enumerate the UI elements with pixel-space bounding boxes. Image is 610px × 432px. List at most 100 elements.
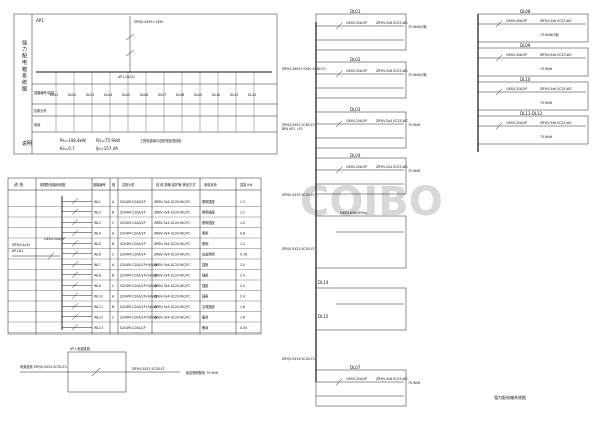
- row-phase: B: [112, 242, 114, 246]
- circuit-load: 75.9kW/3相: [408, 72, 426, 77]
- circuit-breaker-symbol: [495, 88, 503, 96]
- row-kw: 0.00: [240, 326, 247, 330]
- circuit-box: [477, 13, 589, 43]
- row-control: S204M-C20A/2P: [120, 221, 146, 225]
- panel-1-side-label: 说明: [22, 140, 32, 147]
- circuit-label: DL11: [230, 93, 238, 97]
- row-kw: 2.0: [240, 263, 245, 267]
- row-cable: ZRBV-3x4-SC20-WC/FC: [154, 263, 191, 267]
- feeder-label-e: ZRYJV-5X16 SC40-FC: [282, 357, 316, 361]
- panel-1-note: 工程电源接引自配电室进线柜: [140, 138, 182, 143]
- row-circuit-id: WL3: [94, 221, 101, 225]
- row-load: 照明: [202, 231, 208, 235]
- row-load: 插座: [202, 293, 209, 298]
- row-phase: A: [112, 200, 115, 204]
- circuit-breaker: C65N-25A/3P: [346, 119, 367, 123]
- panel-1-kx: Kx=0.7: [60, 146, 75, 151]
- panel-2-header-diagram: 原理配电箱系统图: [40, 182, 66, 187]
- row-cable: ZRBV-3x4-SC20-WC/FC: [154, 252, 191, 256]
- row-cable: ZRBV-3x4-SC20-WC/FC: [154, 294, 191, 298]
- row-phase: A: [112, 263, 115, 267]
- circuit-box: [477, 81, 589, 111]
- footer-title: 强力配电箱系统图: [494, 394, 526, 400]
- row-circuit-id: WL7: [94, 263, 101, 267]
- panel-2-header-cable: 线 缆 规格-保护管-敷设方式: [156, 182, 196, 187]
- row-cable: ZRBV-3x4-SC20-WC/FC: [154, 231, 191, 235]
- panel-1-row-label-1: 回路编号/容量: [34, 90, 55, 95]
- circuit-box: [315, 369, 407, 407]
- row-breaker-symbol: [71, 229, 79, 236]
- panel-1-incoming-cable: ZRYJV-4X95+1X50: [134, 20, 163, 24]
- circuit-breaker: C65N-32A/3P: [346, 69, 367, 73]
- circuit-box: [315, 111, 407, 149]
- panel-2-incoming-label: AP1-B1: [12, 249, 23, 253]
- panel-1-side-title: 强 力 配 电 箱 系 统 图: [21, 40, 27, 93]
- panel-2-header-kw: 容量 kW: [240, 182, 253, 187]
- row-circuit-id: WL2: [94, 210, 101, 214]
- row-circuit-id: WL8: [94, 273, 101, 277]
- circuit-breaker-symbol: [495, 122, 503, 130]
- row-breaker-symbol: [71, 271, 79, 278]
- circuit-breaker: C65N-32A/3P: [506, 87, 527, 91]
- row-load: 应急照明: [202, 251, 215, 256]
- circuit-id: DL02: [350, 57, 361, 62]
- row-kw: 1.0: [240, 221, 245, 225]
- circuit-id: DL07: [350, 365, 361, 370]
- row-control: S204M-C20A/1P+N/Vig: [120, 263, 157, 267]
- circuit-label: DL10: [212, 93, 220, 97]
- circuit-breaker-symbol: [495, 54, 503, 62]
- row-phase: A: [112, 294, 115, 298]
- row-control: S204M-C20A/2P: [120, 242, 146, 246]
- dl14-label: DL14: [318, 280, 329, 285]
- circuit-box: [315, 157, 407, 195]
- row-kw: 2.4: [240, 294, 245, 298]
- circuit-breaker: C65N-25A/3P: [346, 165, 367, 169]
- panel-1-pjs: Pjs=75.9kW: [96, 138, 120, 143]
- panel-2-header-phase: 相: [112, 182, 115, 187]
- panel-1-row-label-3: 用途: [34, 122, 41, 127]
- circuit-label: DL07: [158, 93, 166, 97]
- panel-2-distribution-table: 进 线 原理配电箱系统图 回路编号 相 控制元件 线 缆 规格-保护管-敷设方式…: [7, 177, 262, 335]
- row-kw: 1.2: [240, 210, 245, 214]
- row-breaker-symbol: [71, 282, 79, 289]
- panel-1-box-label: AP1: [36, 18, 44, 23]
- panel-2-header-circuit: 回路编号: [93, 182, 106, 187]
- panel-1-distribution-box: 强 力 配 电 箱 系 统 图 说明 AP1 ZRYJV-4X95+1X50 A…: [13, 13, 278, 155]
- circuit-box: [477, 115, 589, 145]
- panel-1-bus-label: AP1 LD/LD: [118, 75, 135, 79]
- dl15-box: [315, 287, 407, 331]
- circuit-load: 75.9kW/3相: [540, 32, 558, 37]
- row-kw: 0.78: [240, 252, 247, 256]
- row-circuit-id: WL5: [94, 242, 101, 246]
- row-load: 插座: [202, 283, 209, 288]
- circuit-id: DL09: [520, 43, 531, 48]
- row-load: 空调插座: [202, 304, 216, 309]
- panel-2-header-incoming: 进 线: [14, 181, 23, 187]
- row-cable: ZRBV-3x4-SC20-WC/FC: [154, 200, 191, 204]
- circuit-label: DL09: [194, 93, 202, 97]
- row-control: S204M-C20A/1P: [120, 326, 146, 330]
- feeder-label-a: ZRYJV-3X95+2X50 SC80-FC: [282, 67, 327, 71]
- row-control: S204M-C20A/1P+N/Vig: [120, 273, 157, 277]
- panel-2-header-load: 用电负荷: [204, 182, 218, 187]
- circuit-id: DL01: [350, 9, 361, 14]
- panel-3-cable: ZRYJV-5X25 SC50-FC: [132, 367, 166, 371]
- row-kw: 1.2: [240, 242, 245, 246]
- row-circuit-id: WL11: [94, 305, 103, 309]
- dl14-box: [315, 215, 407, 269]
- circuit-cable: ZRYJV-5x6 SC25-WC: [540, 19, 573, 23]
- row-circuit-id: WL10: [94, 294, 103, 298]
- row-control: S204M-C20A/2P: [120, 252, 146, 256]
- row-kw: 2.4: [240, 273, 245, 277]
- row-phase: B: [112, 210, 114, 214]
- row-kw: 1.6: [240, 305, 245, 309]
- circuit-load: 75.9kW: [540, 67, 553, 71]
- panel-1-ijs: Ijs=157.4A: [96, 146, 118, 151]
- circuit-box: [315, 13, 407, 51]
- row-kw: 1.5: [240, 200, 245, 204]
- row-breaker-symbol: [71, 208, 79, 215]
- row-phase: A: [112, 231, 115, 235]
- row-breaker-symbol: [71, 313, 79, 320]
- circuit-id: DL10: [520, 77, 531, 82]
- row-control: S204M-C20A/1P+N/Vig: [120, 284, 157, 288]
